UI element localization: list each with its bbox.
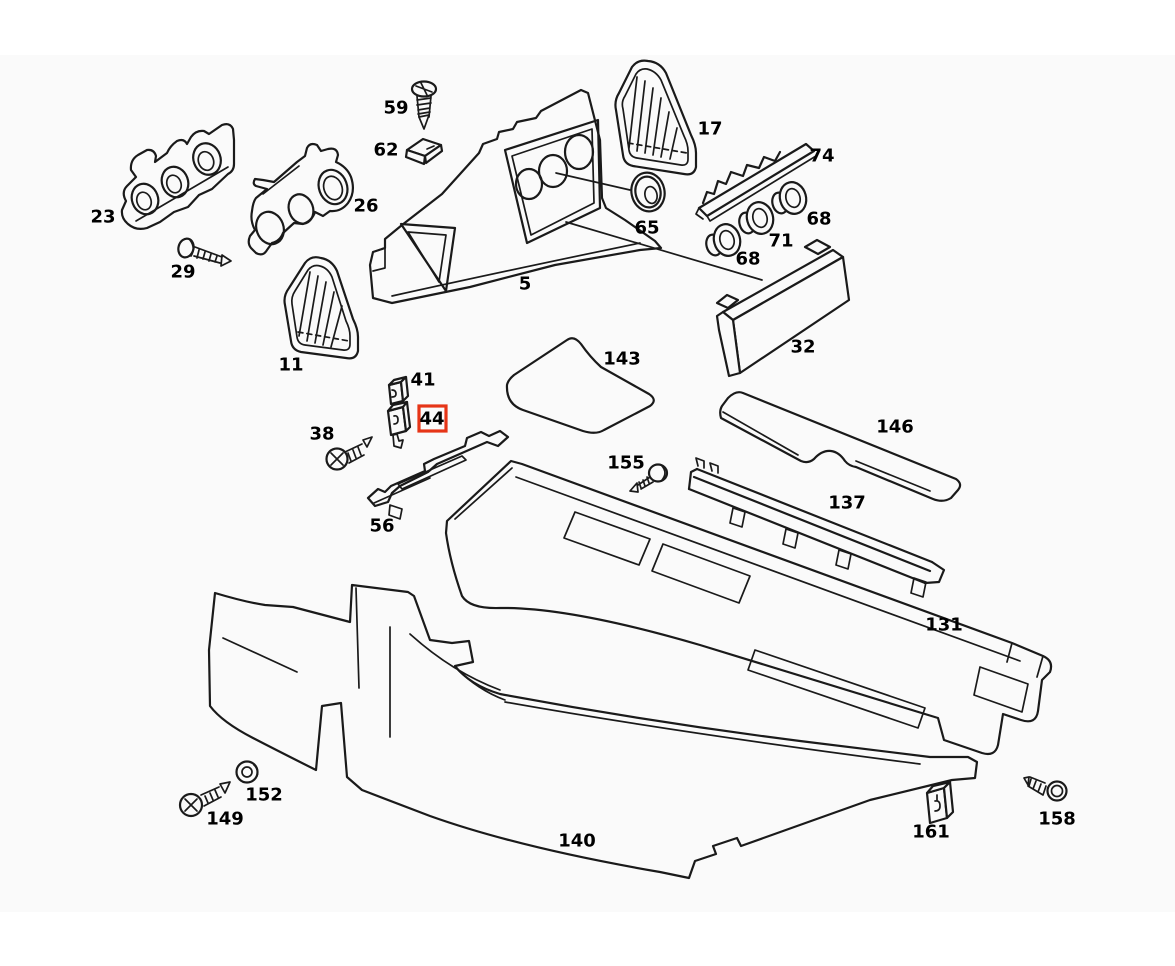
part-149-screw [178, 781, 231, 818]
part-label-158[interactable]: 158 [1038, 809, 1076, 830]
part-146-armrest-lid [719, 391, 962, 502]
part-label-131[interactable]: 131 [925, 615, 963, 636]
part-label-155[interactable]: 155 [607, 453, 645, 474]
part-74-switch-strip [695, 142, 817, 222]
leader-line-68 [565, 221, 763, 281]
part-label-59[interactable]: 59 [383, 98, 408, 119]
part-label-17[interactable]: 17 [697, 119, 722, 140]
part-62-clip-nut [404, 137, 444, 166]
part-label-68-b[interactable]: 68 [735, 249, 760, 270]
part-label-146[interactable]: 146 [876, 417, 914, 438]
part-137-mounting-rail [687, 457, 946, 598]
part-44-clip [386, 400, 412, 449]
part-label-74[interactable]: 74 [809, 146, 834, 167]
part-label-143[interactable]: 143 [603, 349, 641, 370]
part-71-grommet [738, 201, 775, 235]
part-label-44-selected[interactable]: 44 [419, 409, 444, 430]
part-label-152[interactable]: 152 [245, 785, 283, 806]
part-38-screw [325, 436, 373, 471]
part-56-slide-rail [366, 429, 510, 520]
part-158-bolt [1023, 776, 1068, 802]
part-161-clip [925, 780, 955, 825]
part-59-screw [410, 80, 438, 130]
part-label-29[interactable]: 29 [170, 262, 195, 283]
part-label-26[interactable]: 26 [353, 196, 378, 217]
part-label-23[interactable]: 23 [90, 207, 115, 228]
part-11-air-vent-left [283, 256, 360, 360]
part-label-65[interactable]: 65 [634, 218, 659, 239]
part-152-grommet [235, 760, 259, 784]
part-26-switch-housing [247, 142, 355, 256]
part-41-clip [387, 375, 410, 411]
part-131-console-body [444, 459, 1053, 756]
part-label-71[interactable]: 71 [768, 231, 793, 252]
part-label-140[interactable]: 140 [558, 831, 596, 852]
leader-line-65 [555, 172, 631, 191]
part-23-switch-bezel [120, 123, 236, 230]
part-label-62[interactable]: 62 [373, 140, 398, 161]
part-label-68-a[interactable]: 68 [806, 209, 831, 230]
part-65-trim-ring [630, 171, 666, 213]
selected-part-highlight-box[interactable] [417, 404, 448, 433]
part-143-console-pad [505, 337, 655, 434]
part-label-32[interactable]: 32 [790, 337, 815, 358]
part-label-11[interactable]: 11 [278, 355, 303, 376]
part-label-161[interactable]: 161 [912, 822, 950, 843]
part-17-air-vent-right [614, 59, 698, 176]
part-label-5[interactable]: 5 [519, 274, 532, 295]
part-68-grommet-upper [771, 181, 808, 215]
part-155-screw [629, 463, 669, 493]
part-label-137[interactable]: 137 [828, 493, 866, 514]
part-68-grommet-lower [705, 223, 742, 257]
part-label-38[interactable]: 38 [309, 424, 334, 445]
part-label-149[interactable]: 149 [206, 809, 244, 830]
part-5-dash-console [368, 88, 763, 305]
part-140-console-shell [207, 583, 979, 880]
part-label-41[interactable]: 41 [410, 370, 435, 391]
part-32-drawer-panel [715, 238, 851, 378]
part-29-screw [177, 237, 232, 267]
part-label-56[interactable]: 56 [369, 516, 394, 537]
